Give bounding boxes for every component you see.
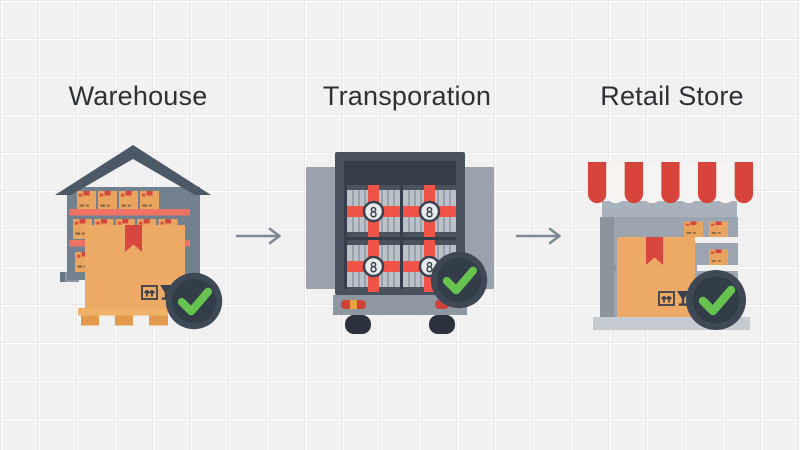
stage-label-retail: Retail Store xyxy=(600,81,744,111)
striped-awning xyxy=(588,162,753,204)
store-fascia xyxy=(602,201,737,217)
box-ribbon xyxy=(646,237,663,265)
checkmark-badge xyxy=(431,252,487,308)
warehouse-roof xyxy=(55,145,211,195)
warehouse-icon xyxy=(55,145,245,343)
checkmark-badge xyxy=(166,273,222,329)
pallet xyxy=(78,308,168,326)
checkmark-badge xyxy=(686,270,746,330)
flow-arrow-icon xyxy=(515,227,561,245)
store-shelves xyxy=(667,221,738,271)
shelf-row-top xyxy=(69,191,190,216)
truck-bumper xyxy=(333,295,467,315)
stage-label-warehouse: Warehouse xyxy=(68,81,208,111)
shelf-bar xyxy=(667,237,738,243)
truck-side-panel xyxy=(306,167,338,289)
flow-arrow-icon xyxy=(235,227,281,245)
cardboard-box xyxy=(617,237,695,317)
shelf-bar xyxy=(697,265,738,271)
stage-label-transportation: Transporation xyxy=(322,81,492,111)
tail-lights xyxy=(341,300,449,309)
shelf-bar xyxy=(69,209,190,216)
delivery-truck-icon xyxy=(306,152,494,334)
storefront-icon xyxy=(588,162,753,333)
truck-wheels xyxy=(345,315,455,334)
box-ribbon xyxy=(125,225,142,252)
